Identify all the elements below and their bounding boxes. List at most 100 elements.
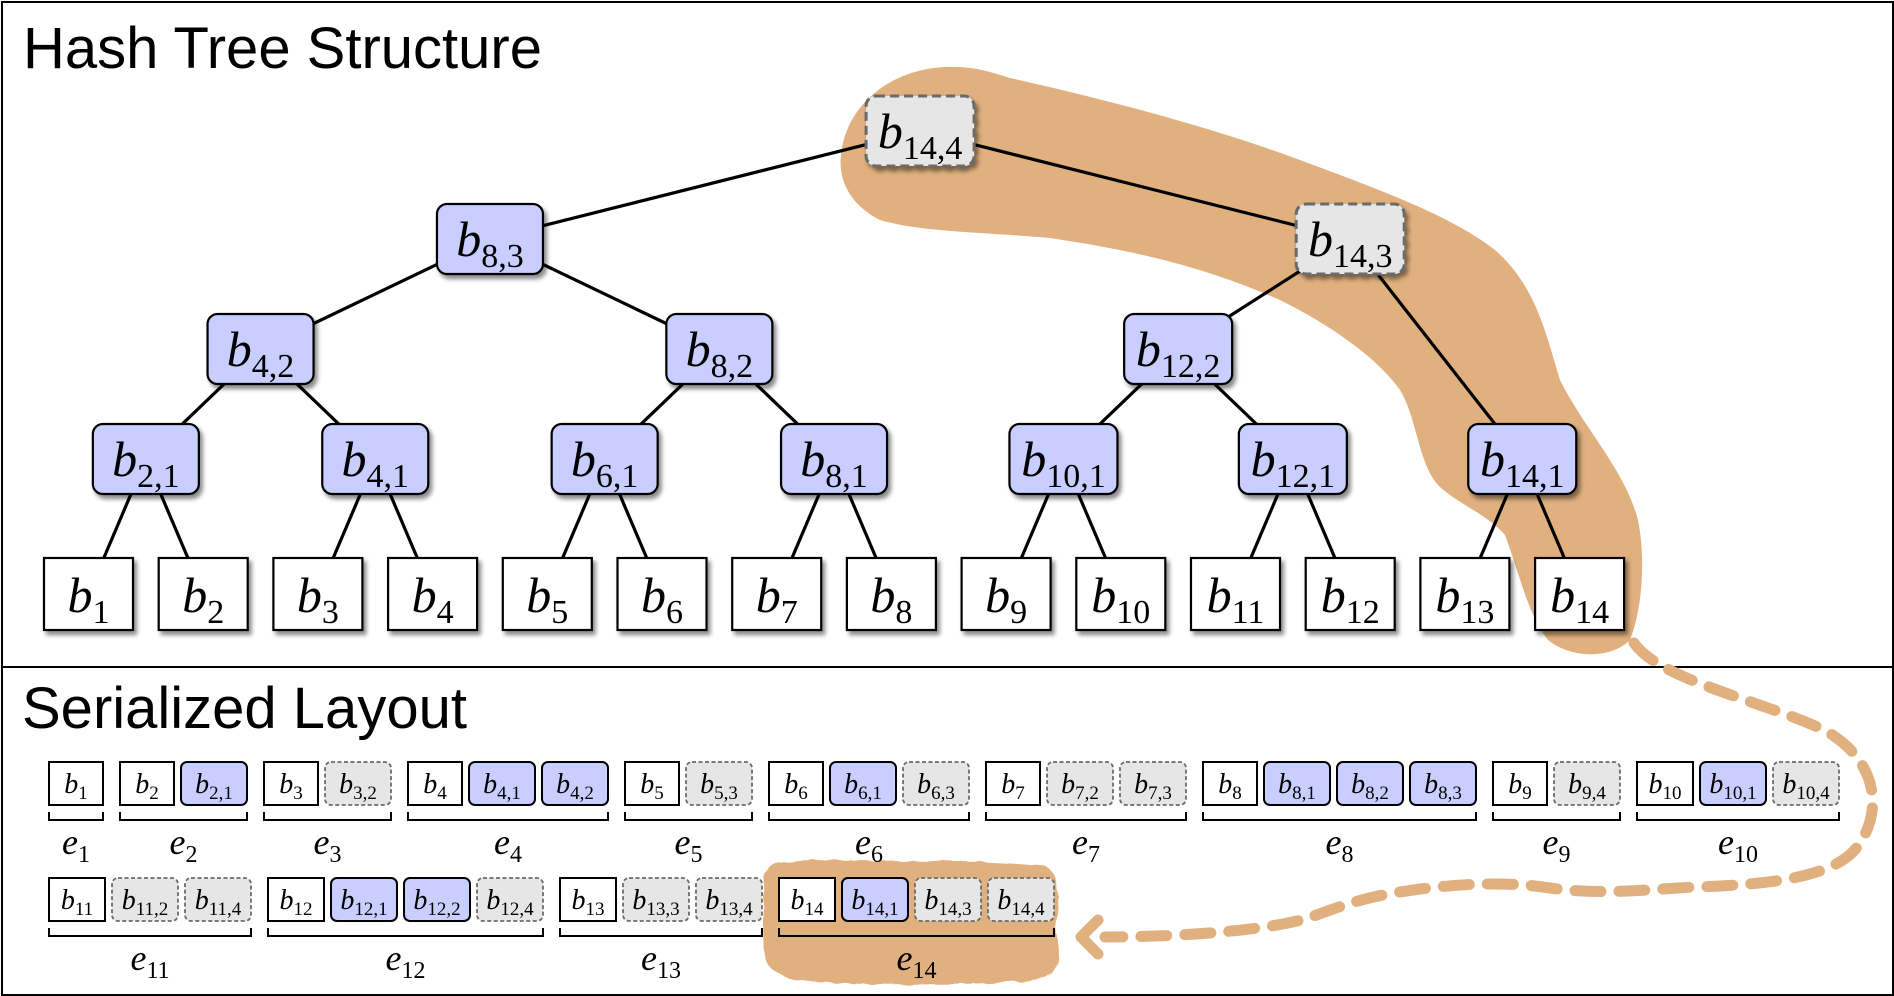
computed-block	[841, 877, 909, 922]
padding-node-label: b14,4	[878, 103, 963, 167]
tree-path-highlight	[840, 66, 1643, 655]
entry-brace	[48, 812, 104, 821]
block-label: b11,4	[195, 885, 242, 920]
computed-node-label: b12,2	[1136, 321, 1221, 385]
leaf-block	[48, 877, 106, 922]
tree-node-b14-4: b14,4	[864, 94, 976, 168]
padding-block	[1046, 761, 1114, 806]
computed-node-label: b8,1	[800, 431, 868, 495]
padding-node-box	[1294, 202, 1406, 276]
entry-label: e8	[1326, 822, 1354, 868]
tree-node-b6: b6	[616, 556, 708, 632]
entry-label: e7	[1072, 822, 1100, 868]
block-label: b9	[1508, 769, 1532, 804]
tree-node-b14-3: b14,3	[1294, 202, 1406, 276]
leaf-block	[267, 877, 325, 922]
tree-node-b12-1: b12,1	[1237, 422, 1348, 496]
tree-node-b8: b8	[845, 556, 938, 632]
computed-block	[468, 761, 536, 806]
tree-node-b10-1: b10,1	[1008, 422, 1119, 496]
block-label: b7	[1001, 769, 1025, 804]
entry-brace	[48, 928, 252, 937]
entry-label: e1	[62, 822, 90, 868]
computed-node-label: b8,3	[456, 211, 524, 275]
leaf-block	[768, 761, 824, 806]
entry-brace	[119, 812, 248, 821]
block-label: b4,2	[556, 769, 594, 804]
padding-block	[111, 877, 179, 922]
arrowhead-icon	[1075, 914, 1104, 960]
computed-node-label: b10,1	[1021, 431, 1106, 495]
entry-brace	[263, 812, 392, 821]
leaf-block-box	[960, 556, 1052, 632]
entry-label: e13	[641, 938, 681, 984]
block-label: b9,4	[1568, 769, 1606, 804]
computed-node-box	[1008, 422, 1119, 496]
leaf-block-box	[387, 556, 479, 632]
leaf-block-box	[845, 556, 938, 632]
leaf-block	[559, 877, 617, 922]
block-label: b6	[784, 769, 808, 804]
block-label: b11	[61, 885, 93, 920]
block-label: b10	[1649, 769, 1682, 804]
entry-brace	[1202, 812, 1477, 821]
computed-block	[1336, 761, 1404, 806]
tree-node-b3: b3	[272, 556, 364, 632]
leaf-block-box	[1533, 556, 1626, 632]
padding-block	[1553, 761, 1621, 806]
leaf-block	[1492, 761, 1548, 806]
mapping-arrow	[1075, 637, 1879, 960]
tree-node-b7: b7	[731, 556, 823, 632]
tree-node-b8-2: b8,2	[665, 312, 774, 386]
padding-node-box	[864, 94, 976, 168]
computed-node-box	[665, 312, 774, 386]
entry-brace	[778, 928, 1055, 937]
padding-block	[184, 877, 252, 922]
computed-block	[1409, 761, 1477, 806]
block-label: b5	[640, 769, 664, 804]
computed-node-box	[91, 422, 200, 496]
serialized-layout-title: Serialized Layout	[22, 676, 467, 741]
block-label: b2,1	[195, 769, 233, 804]
entry-label: e3	[314, 822, 342, 868]
computed-node-label: b14,1	[1480, 431, 1565, 495]
entry-brace	[768, 812, 970, 821]
tree-node-b12-2: b12,2	[1123, 312, 1234, 386]
padding-block	[695, 877, 763, 922]
leaf-block	[985, 761, 1041, 806]
entry-label: e6	[855, 822, 883, 868]
padding-block	[902, 761, 970, 806]
leaf-block-label: b7	[756, 567, 798, 631]
leaf-block-box	[501, 556, 593, 632]
leaf-block-label: b11	[1207, 567, 1265, 631]
leaf-block	[624, 761, 680, 806]
entry-e14-highlight	[763, 860, 1058, 985]
mapping-arrow-line	[1099, 637, 1879, 943]
leaf-block	[119, 761, 175, 806]
tree-node-b2-1: b2,1	[91, 422, 200, 496]
computed-node-box	[550, 422, 659, 496]
computed-block	[541, 761, 609, 806]
entry-brace	[985, 812, 1187, 821]
hash-tree-title: Hash Tree Structure	[23, 16, 542, 81]
computed-block	[1263, 761, 1331, 806]
block-label: b12,1	[340, 885, 387, 920]
leaf-block-label: b12	[1321, 567, 1380, 631]
computed-node-box	[435, 202, 545, 276]
leaf-block-box	[272, 556, 364, 632]
tree-node-b4: b4	[387, 556, 479, 632]
computed-node-label: b6,1	[571, 431, 639, 495]
entry-label: e2	[170, 822, 198, 868]
leaf-block-label: b8	[870, 567, 912, 631]
block-label: b14,3	[924, 885, 971, 920]
